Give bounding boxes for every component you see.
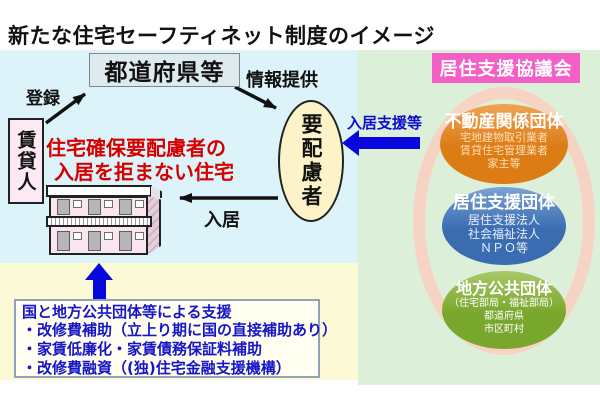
page-title: 新たな住宅セーフティネット制度のイメージ [8,24,436,48]
building-door [119,231,132,251]
building-door [88,199,101,215]
red-note-line2: 入居を拒まない住宅 [54,160,234,184]
building-balcony [46,216,152,227]
building-window [73,232,82,240]
council-header: 居住支援協議会 [432,53,580,83]
group-support-orgs: 居住支援団体 居住支援法人 社会福祉法人 ＮＰＯ等 [442,187,566,265]
prefecture-box: 都道府県等 [89,53,240,87]
group-real-estate: 不動産関係団体 宅地建物取引業者 賃貸住宅管理業者 家主等 [440,104,568,184]
building-window [73,200,82,208]
register-label: 登録 [26,89,60,109]
building-side-wall [148,196,161,254]
building-door [57,199,70,215]
group-local-gov-name: 地方公共団体 [455,279,552,298]
building-window [135,200,144,208]
landlord-box: 賃貸人 [8,118,44,204]
group-member: 市区町村 [484,324,524,335]
tenant-ellipse-label: 要配慮者 [299,113,323,209]
building-door [88,231,101,251]
group-member: 都道府県 [484,311,524,322]
group-member: ＮＰＯ等 [479,241,528,255]
group-member: 賃貸住宅管理業者 [460,144,548,157]
building-roof-side [151,186,162,198]
move-in-label: 入居 [204,210,240,231]
group-member: （住宅部局・福祉部局） [449,298,559,309]
support-box-item: ・改修費補助（立上り期に国の直接補助あり） [22,321,338,339]
council-header-label: 居住支援協議会 [439,59,573,80]
group-member: 居住支援法人 [467,213,540,227]
group-member: 宅地建物取引業者 [460,131,548,144]
building-window [104,232,113,240]
prefecture-box-label: 都道府県等 [104,60,225,86]
landlord-box-label: 賃貸人 [14,129,37,193]
building-window [104,200,113,208]
move-in-support-label: 入居支援等 [347,114,423,132]
group-local-gov: 地方公共団体 （住宅部局・福祉部局） 都道府県 市区町村 [442,271,566,349]
group-member: 社会福祉法人 [467,227,540,241]
support-box-item: ・家賃低廉化・家賃債務保証料補助 [22,340,263,358]
info-provision-label: 情報提供 [246,70,318,91]
support-box-item: ・改修費融資（(独)住宅金融支援機構） [22,359,291,377]
building-window [135,232,144,240]
group-member: 家主等 [487,157,521,170]
group-support-orgs-name: 居住支援団体 [453,193,555,213]
red-note-line1: 住宅確保要配慮者の [46,136,226,160]
group-real-estate-name: 不動産関係団体 [444,112,564,132]
tenant-ellipse: 要配慮者 [278,100,344,222]
building-door [119,199,132,215]
building-door [57,231,70,251]
support-box: 国と地方公共団体等による支援 ・改修費補助（立上り期に国の直接補助あり） ・家賃… [14,299,338,378]
support-box-title: 国と地方公共団体等による支援 [22,303,232,321]
